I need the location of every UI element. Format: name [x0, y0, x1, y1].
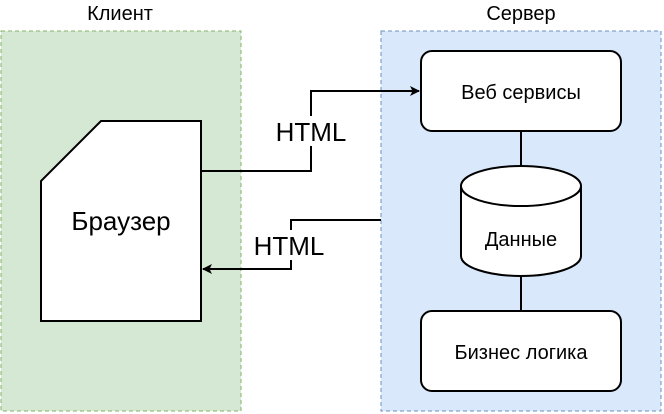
request-label-bg — [268, 116, 354, 146]
web-services-label: Веб сервисы — [461, 82, 581, 104]
browser-node — [40, 120, 202, 322]
data-cylinder — [460, 165, 582, 277]
browser-label: Браузер — [71, 206, 170, 236]
business-logic-node — [420, 310, 622, 392]
request-edge-label: HTML — [276, 117, 347, 147]
business-logic-label: Бизнес логика — [455, 342, 589, 364]
client-title: Клиент — [87, 3, 153, 25]
server-title: Сервер — [486, 3, 555, 25]
web-services-node — [420, 50, 622, 132]
response-label-bg — [248, 230, 334, 260]
response-edge-label: HTML — [254, 231, 325, 261]
data-label: Данные — [485, 229, 557, 251]
